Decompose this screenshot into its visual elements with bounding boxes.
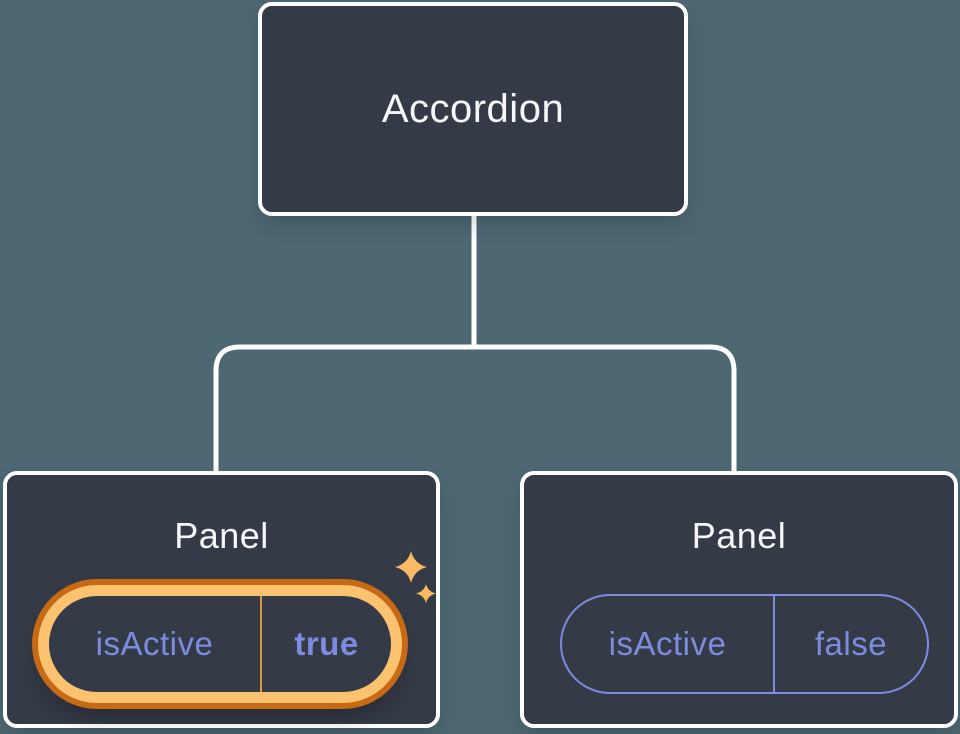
prop-value: false: [814, 625, 888, 662]
prop-value: true: [294, 625, 359, 662]
prop-pill-active: isActive true: [38, 585, 402, 703]
panel-node-label: Panel: [691, 515, 787, 556]
prop-pill-inactive: isActive false: [560, 594, 929, 694]
accordion-node-label: Accordion: [381, 86, 565, 131]
sparkles-icon: [395, 551, 436, 603]
accordion-node: Accordion: [258, 2, 688, 216]
pill-divider: [260, 596, 262, 692]
pill-divider: [773, 596, 775, 692]
prop-name: isActive: [608, 625, 727, 662]
panel-node-active: Panel isActive true: [3, 471, 440, 728]
prop-name: isActive: [95, 625, 214, 662]
panel-node-label: Panel: [174, 515, 269, 556]
panel-node-inactive: Panel isActive false: [520, 471, 958, 728]
